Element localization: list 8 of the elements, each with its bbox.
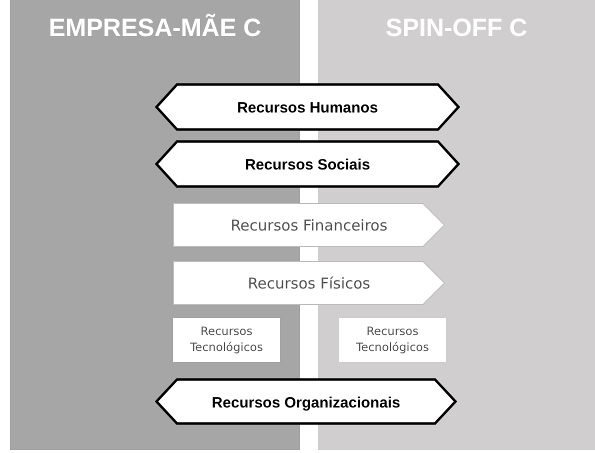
resource-label: Recursos Financeiros: [230, 216, 388, 234]
resource-label: Recursos Sociais: [244, 156, 370, 174]
resource-label: Recursos Organizacionais: [212, 394, 400, 411]
resource-label: Recursos Físicos: [248, 274, 370, 292]
resource-box: Recursos Tecnológicos: [173, 318, 280, 362]
column-heading: EMPRESA-MÃE C: [48, 14, 262, 42]
resource-label: Recursos Humanos: [237, 100, 378, 116]
resource-box: Recursos Tecnológicos: [339, 318, 446, 362]
